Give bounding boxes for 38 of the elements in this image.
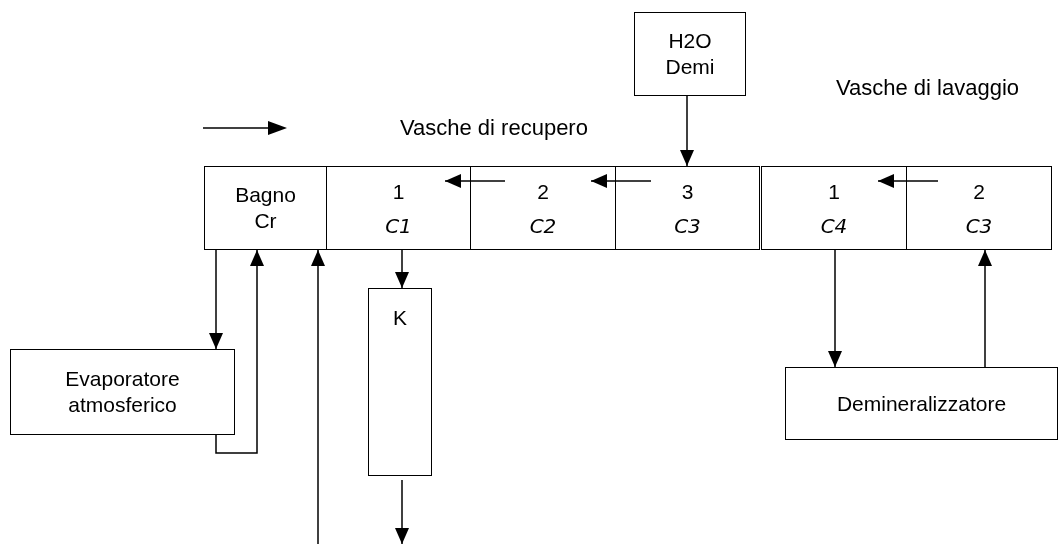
tank-code: C1	[385, 213, 412, 239]
flow-arrow	[590, 174, 652, 188]
flow-arrow	[395, 249, 409, 289]
tank-box	[906, 166, 1052, 250]
tank-box	[615, 166, 760, 250]
group-heading: Vasche di recupero	[400, 114, 588, 142]
flow-arrow	[311, 249, 325, 544]
node-label: 1	[392, 179, 405, 205]
flow-arrow	[978, 249, 992, 368]
flow-arrow	[444, 174, 506, 188]
process-box	[368, 288, 432, 476]
node-label: H2O Demi	[664, 28, 716, 80]
node-label: 3	[681, 179, 694, 205]
node-label: 2	[973, 179, 985, 205]
flow-arrow	[209, 249, 223, 350]
node-label: Evaporatore atmosferico	[64, 366, 181, 418]
process-box	[10, 349, 235, 435]
process-box	[634, 12, 746, 96]
node-label: K	[393, 305, 407, 331]
process-box	[785, 367, 1058, 440]
tank-box	[204, 166, 327, 250]
node-label: Bagno Cr	[234, 182, 297, 234]
node-label: 2	[537, 179, 549, 205]
tank-code: C2	[529, 213, 557, 239]
group-heading: Vasche di lavaggio	[836, 74, 1020, 102]
tank-code: C3	[674, 213, 701, 239]
tank-box	[761, 166, 907, 250]
flow-arrow	[395, 479, 409, 544]
flow-arrow	[828, 249, 842, 368]
tank-code: C4	[820, 213, 848, 239]
tank-code: C3	[965, 213, 993, 239]
tank-box	[326, 166, 471, 250]
flow-arrow	[877, 174, 939, 188]
node-label: Demineralizzatore	[836, 390, 1007, 417]
node-label: 1	[828, 179, 840, 205]
flow-arrow	[680, 95, 694, 167]
flow-arrow	[215, 249, 264, 454]
tank-box	[470, 166, 616, 250]
